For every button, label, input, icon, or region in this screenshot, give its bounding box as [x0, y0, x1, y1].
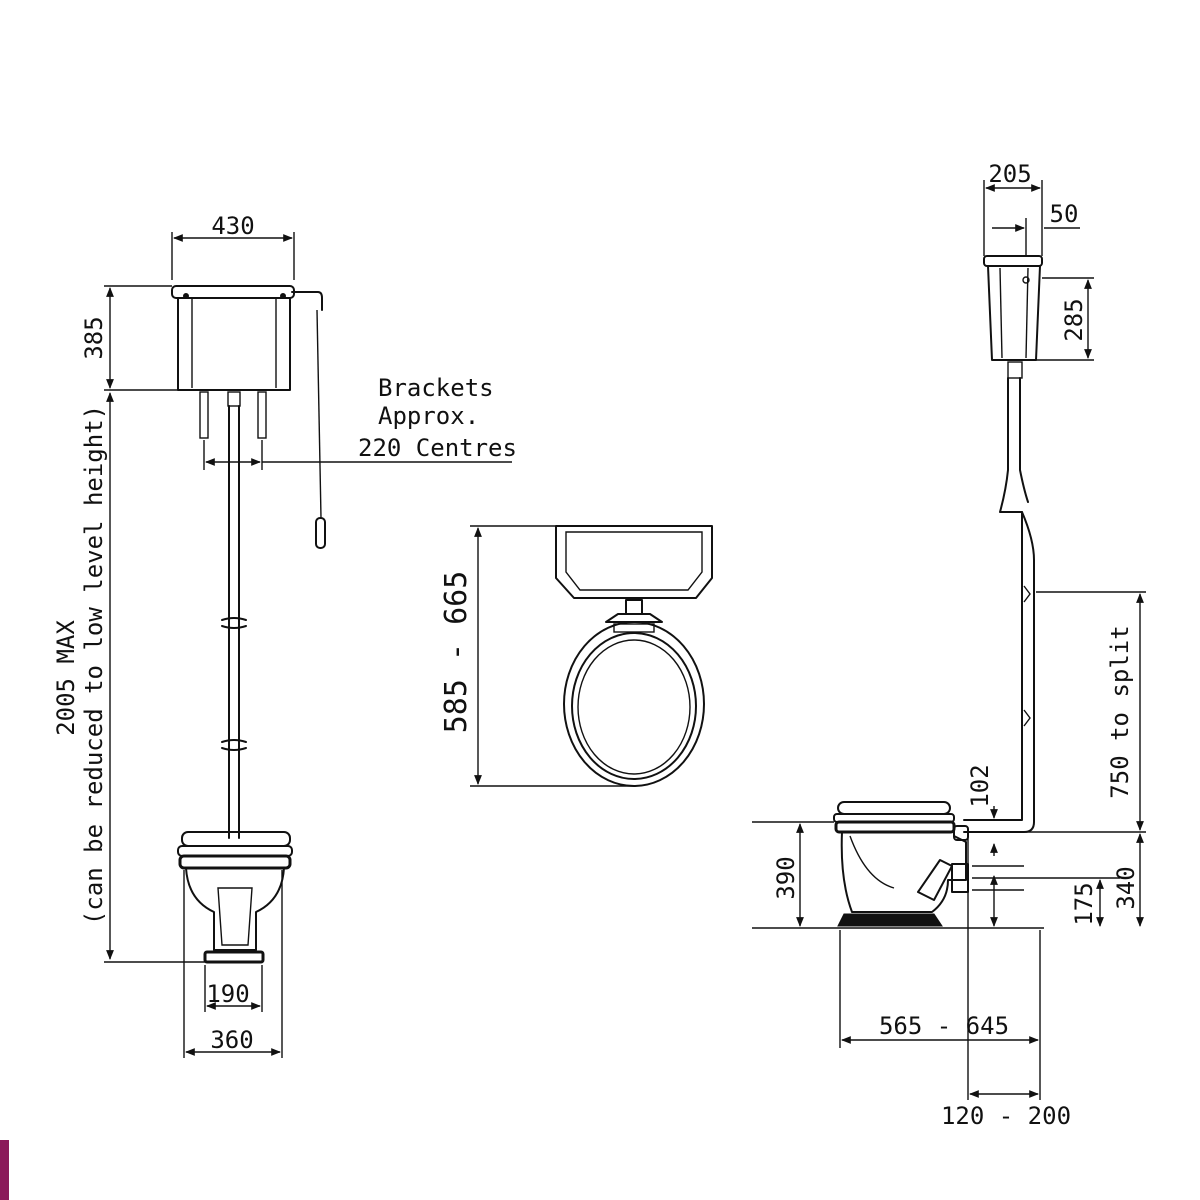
overall-height-note: (can be reduced to low level height) — [80, 405, 108, 925]
dim-overall-height: 2005 MAX (can be reduced to low level he… — [52, 392, 205, 963]
dim-front-cistern-width: 430 — [171, 212, 295, 280]
plan-view: 585 - 665 — [439, 525, 713, 787]
side-cistern-depth-label: 205 — [988, 160, 1031, 188]
dim-side-projection: 565 - 645 — [839, 930, 1041, 1048]
wall-offset-label: 50 — [1050, 200, 1079, 228]
outlet-gap-label: 102 — [966, 764, 994, 807]
overall-height-label: 2005 MAX — [52, 620, 80, 736]
brackets-line-3: 220 Centres — [358, 434, 517, 462]
front-cistern-height-label: 385 — [80, 316, 108, 359]
dim-front-cistern-height: 385 — [80, 285, 178, 391]
brackets-line-2: Approx. — [378, 402, 479, 430]
outlet-setback-label: 120 - 200 — [941, 1102, 1071, 1130]
dim-wall-offset: 50 — [992, 200, 1080, 256]
dim-outlet-gap: 102 — [966, 764, 998, 856]
plan-projection-label: 585 - 665 — [439, 571, 474, 734]
pan-base-width-label: 190 — [206, 980, 249, 1008]
dim-outlet-setback: 120 - 200 — [941, 836, 1071, 1130]
pan-height-label: 390 — [772, 856, 800, 899]
dim-side-cistern-depth: 205 — [983, 160, 1043, 256]
side-flush-pipe — [963, 377, 1035, 833]
accent-bar — [0, 1140, 9, 1200]
dim-pan-width: 360 — [183, 870, 283, 1058]
pan-width-label: 360 — [210, 1026, 253, 1054]
front-cistern — [171, 285, 326, 839]
front-view: 430 385 2005 MAX (can be reduced to low … — [52, 212, 517, 1058]
side-cistern — [983, 255, 1043, 379]
dim-outlet-height: 175 — [972, 865, 1120, 927]
dim-plan-projection: 585 - 665 — [439, 525, 634, 787]
brackets-line-1: Brackets — [378, 374, 494, 402]
front-pan — [177, 831, 293, 964]
side-pan — [833, 801, 969, 927]
dim-pan-base-width: 190 — [204, 965, 263, 1012]
split-height-label: 750 to split — [1106, 625, 1134, 798]
inlet-height-label: 340 — [1112, 866, 1140, 909]
plan-seat — [563, 599, 705, 787]
dim-split-height: 750 to split — [964, 591, 1146, 833]
dim-inlet-height: 340 — [1112, 833, 1144, 927]
outlet-height-label: 175 — [1070, 882, 1098, 925]
side-cistern-height-label: 285 — [1060, 298, 1088, 341]
plan-cistern — [555, 525, 713, 599]
brackets-note: Brackets Approx. 220 Centres — [203, 374, 517, 470]
dim-pan-height: 390 — [752, 821, 1044, 929]
dim-side-cistern-height: 285 — [1036, 277, 1094, 361]
front-cistern-width-label: 430 — [211, 212, 254, 240]
side-projection-label: 565 - 645 — [879, 1012, 1009, 1040]
side-view: 205 50 285 750 to split 102 — [752, 160, 1146, 1130]
